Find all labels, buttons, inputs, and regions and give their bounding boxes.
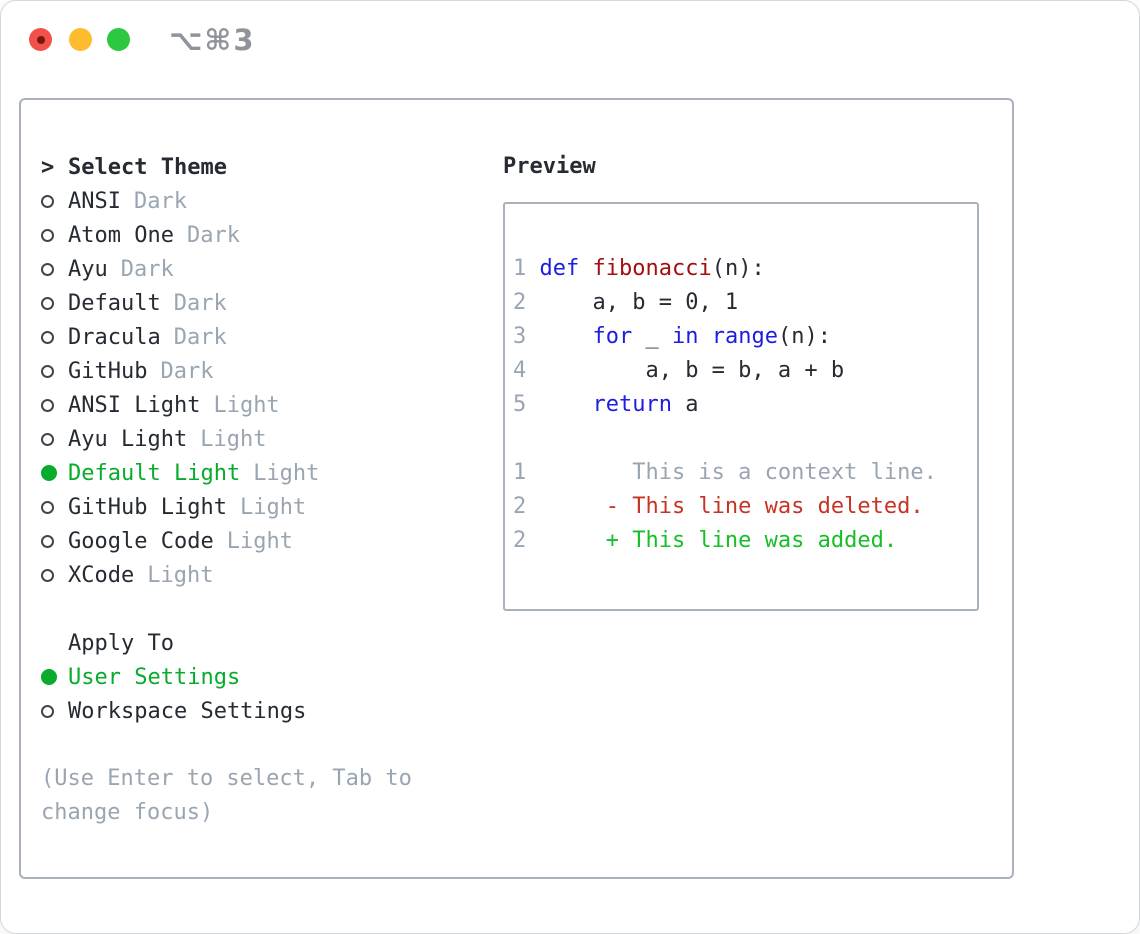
option-label: Default Light — [68, 460, 241, 486]
theme-option-row[interactable]: XCode Light — [41, 558, 491, 592]
apply-list: User Settings Workspace Settings — [41, 660, 491, 728]
option-variant: Light — [226, 528, 293, 554]
preview-title: Preview — [503, 154, 596, 179]
radio-icon — [41, 704, 54, 718]
radio-icon — [41, 228, 54, 242]
option-variant: Light — [147, 562, 214, 588]
option-variant: Dark — [173, 290, 227, 316]
theme-section-title: Select Theme — [68, 154, 227, 180]
window-shortcut-label: ⌥⌘3 — [169, 23, 256, 57]
code-line: 5 return a — [513, 392, 699, 417]
preview-column: Preview 1 def fibonacci(n): 2 a, b = 0, 1… — [503, 150, 979, 611]
theme-option-row[interactable]: Ayu Light Light — [41, 422, 491, 456]
diff-line-context: 1 This is a context line. — [513, 460, 937, 485]
radio-icon — [41, 330, 54, 344]
theme-section-header: > Select Theme — [41, 150, 491, 184]
code-line: 1 def fibonacci(n): — [513, 256, 765, 281]
theme-option-row[interactable]: Ayu Dark — [41, 252, 491, 286]
radio-icon — [41, 465, 57, 481]
apply-section-title: Apply To — [68, 630, 174, 656]
option-label: Ayu — [68, 256, 108, 282]
option-variant: Light — [239, 494, 307, 520]
option-label: ANSI Light — [68, 392, 201, 418]
line-number: 3 — [513, 324, 540, 349]
line-number: 4 — [513, 358, 540, 383]
code-block: 1 def fibonacci(n): 2 a, b = 0, 1 3 for _ … — [513, 252, 977, 422]
option-label: Atom One — [68, 222, 174, 248]
line-number: 2 — [513, 494, 527, 519]
settings-panel: > Select Theme ANSI Dark Atom One Dark A… — [19, 98, 1014, 879]
option-label: Google Code — [68, 528, 214, 554]
close-button[interactable] — [29, 28, 52, 51]
help-text: (Use Enter to select, Tab to change focu… — [41, 766, 412, 825]
diff-line-deleted: 2 - This line was deleted. — [513, 494, 924, 519]
apply-section-header: Apply To — [41, 626, 491, 660]
theme-option-row[interactable]: Default Light Light — [41, 456, 491, 490]
theme-list: ANSI Dark Atom One Dark Ayu Dark Default… — [41, 184, 491, 592]
close-button-dot-icon — [36, 35, 45, 44]
line-number: 1 — [513, 460, 527, 485]
line-number: 2 — [513, 528, 527, 553]
option-variant: Dark — [133, 188, 187, 214]
radio-icon — [41, 669, 57, 685]
option-label: ANSI — [68, 188, 121, 214]
option-label: Ayu Light — [68, 426, 188, 452]
option-variant: Dark — [173, 324, 227, 350]
theme-option-row[interactable]: Default Dark — [41, 286, 491, 320]
theme-option-row[interactable]: ANSI Dark — [41, 184, 491, 218]
radio-icon — [41, 194, 54, 208]
theme-option-row[interactable]: GitHub Dark — [41, 354, 491, 388]
line-number: 1 — [513, 256, 540, 281]
theme-option-row[interactable]: GitHub Light Light — [41, 490, 491, 524]
code-line: 4 a, b = b, a + b — [513, 358, 845, 383]
option-variant: Light — [200, 426, 267, 452]
line-number: 5 — [513, 392, 540, 417]
code-line: 3 for _ in range(n): — [513, 324, 831, 349]
preview-box: 1 def fibonacci(n): 2 a, b = 0, 1 3 for _ … — [503, 202, 979, 611]
theme-option-row[interactable]: ANSI Light Light — [41, 388, 491, 422]
zoom-button[interactable] — [107, 28, 130, 51]
theme-option-row[interactable]: Dracula Dark — [41, 320, 491, 354]
option-label: GitHub — [68, 358, 148, 384]
option-variant: Dark — [160, 358, 214, 384]
line-number: 2 — [513, 290, 540, 315]
apply-option-row[interactable]: User Settings — [41, 660, 491, 694]
option-variant: Light — [253, 460, 320, 486]
theme-option-row[interactable]: Atom One Dark — [41, 218, 491, 252]
titlebar: ⌥⌘3 — [1, 1, 1139, 97]
radio-icon — [41, 534, 54, 548]
option-variant: Dark — [186, 222, 240, 248]
radio-icon — [41, 296, 54, 310]
diff-block: 1 This is a context line. 2 - This line w… — [513, 456, 977, 558]
theme-option-row[interactable]: Google Code Light — [41, 524, 491, 558]
focus-caret-icon: > — [41, 154, 55, 180]
diff-line-added: 2 + This line was added. — [513, 528, 898, 553]
radio-icon — [41, 398, 54, 412]
option-label: Default — [68, 290, 161, 316]
minimize-button[interactable] — [69, 28, 92, 51]
option-label: GitHub Light — [68, 494, 227, 520]
code-line: 2 a, b = 0, 1 — [513, 290, 739, 315]
option-variant: Light — [213, 392, 280, 418]
radio-icon — [41, 364, 54, 378]
radio-icon — [41, 500, 54, 514]
option-variant: Dark — [120, 256, 174, 282]
option-label: Workspace Settings — [68, 698, 307, 724]
option-label: XCode — [68, 562, 135, 588]
radio-icon — [41, 568, 54, 582]
radio-icon — [41, 432, 54, 446]
radio-icon — [41, 262, 54, 276]
option-label: Dracula — [68, 324, 161, 350]
theme-column: > Select Theme ANSI Dark Atom One Dark A… — [41, 150, 491, 830]
option-label: User Settings — [68, 664, 241, 690]
apply-option-row[interactable]: Workspace Settings — [41, 694, 491, 728]
